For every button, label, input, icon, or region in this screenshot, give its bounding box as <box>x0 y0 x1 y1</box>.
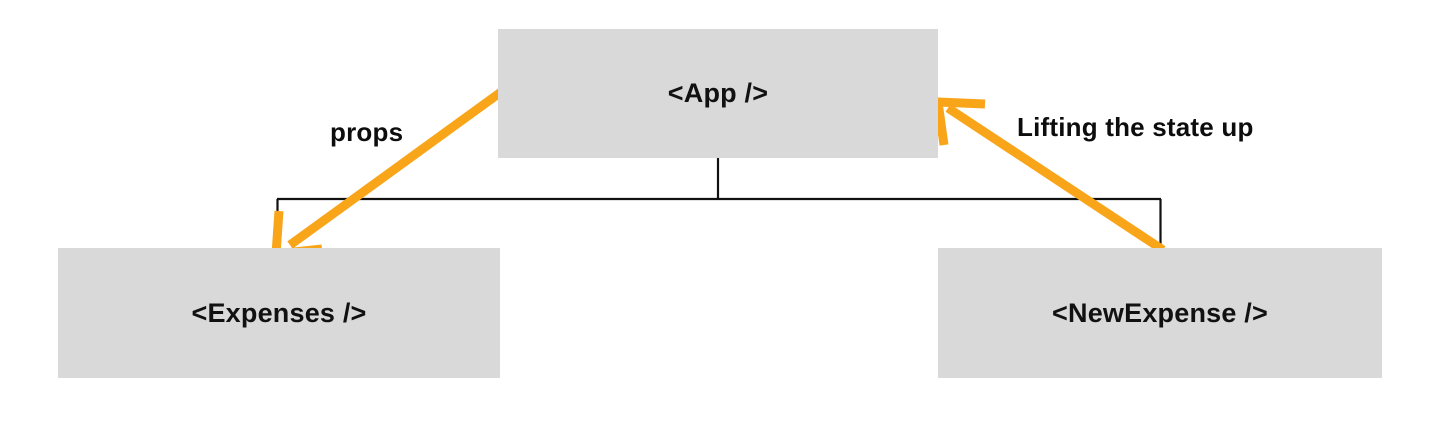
node-app[interactable]: <App /> <box>498 29 938 158</box>
node-newexpense-label: <NewExpense /> <box>1052 297 1268 328</box>
node-app-label: <App /> <box>667 78 769 108</box>
props-arrow-shaft <box>287 88 504 249</box>
node-expenses[interactable]: <Expenses /> <box>58 248 500 378</box>
annotation-label-props: props <box>330 117 404 147</box>
node-expenses-label: <Expenses /> <box>191 297 367 328</box>
annotation-label-lifting-state-up: Lifting the state up <box>1017 112 1254 142</box>
lifting-state-arrow-head <box>932 97 986 146</box>
node-newexpense[interactable]: <NewExpense /> <box>938 248 1382 378</box>
